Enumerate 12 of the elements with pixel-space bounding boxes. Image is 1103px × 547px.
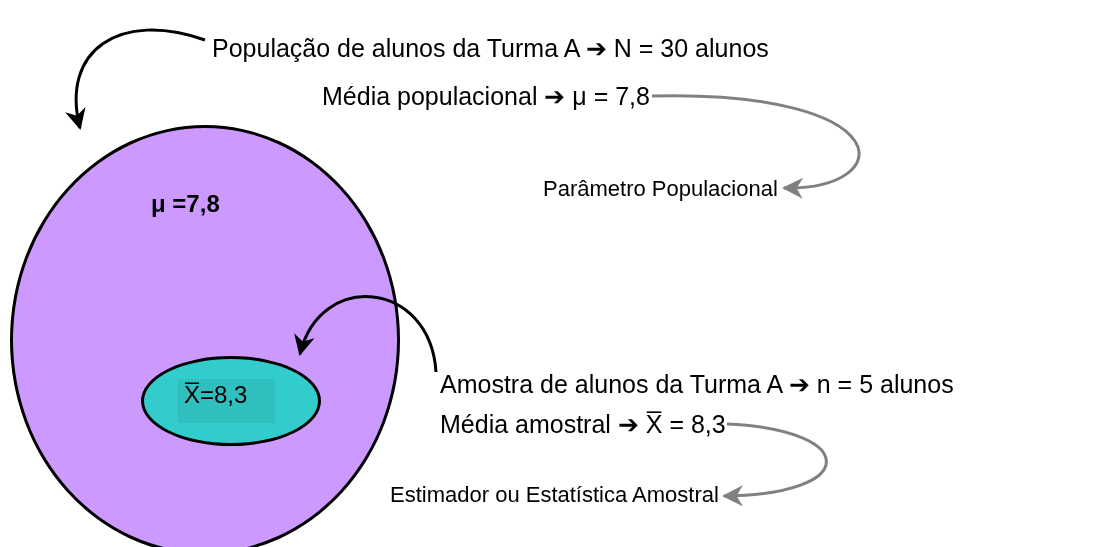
sample-mean-text: Média amostral ➔ X̅ = 8,3: [440, 410, 726, 439]
population-description: População de alunos da Turma A ➔ N = 30 alunos: [212, 34, 769, 63]
curved-arrow: [652, 94, 861, 198]
population-mean-text: Média populacional ➔ μ = 7,8: [322, 82, 650, 111]
curved-arrow: [721, 422, 828, 506]
curved-arrow: [296, 295, 438, 373]
estimator-label: Estimador ou Estatística Amostral: [390, 482, 719, 508]
sample-mean-value: X̅=8,3: [178, 379, 276, 423]
curved-arrow: [66, 28, 206, 131]
sample-description: Amostra de alunos da Turma A ➔ n = 5 alunos: [440, 370, 954, 399]
population-mean-value: μ =7,8: [151, 190, 220, 218]
parameter-label: Parâmetro Populacional: [543, 176, 778, 202]
